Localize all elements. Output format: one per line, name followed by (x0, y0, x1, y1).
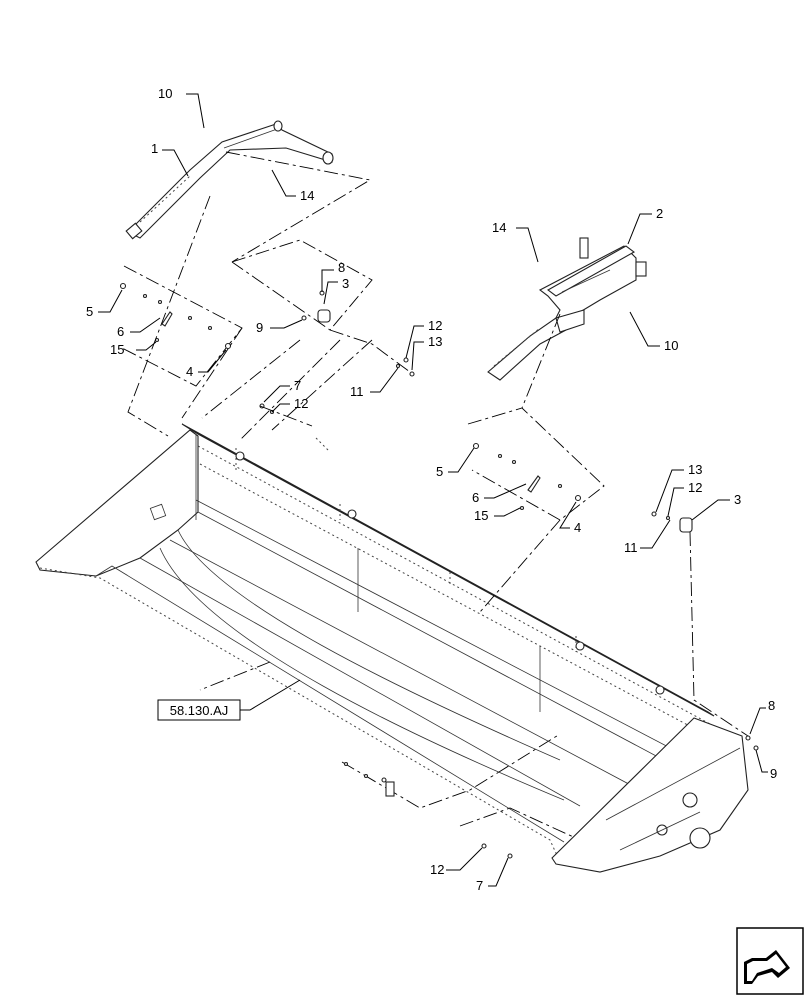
callout-3: 3 (342, 276, 349, 291)
callout-6: 6 (472, 490, 479, 505)
reference-label[interactable]: 58.130.AJ (170, 703, 229, 718)
hardware-bottom (341, 733, 581, 859)
callout-5: 5 (86, 304, 93, 319)
callout-leaders (98, 93, 768, 887)
callout-7: 7 (294, 378, 301, 393)
callout-10: 10 (158, 86, 172, 101)
callout-15: 15 (474, 508, 488, 523)
callout-14: 14 (300, 188, 314, 203)
callout-12: 12 (428, 318, 442, 333)
callout-11: 11 (624, 540, 638, 555)
hardware-center (231, 239, 415, 415)
callout-12: 12 (430, 862, 444, 877)
callout-4: 4 (186, 364, 193, 379)
callout-10: 10 (664, 338, 678, 353)
part-1-left-arm (125, 120, 334, 240)
callout-1: 1 (151, 141, 158, 156)
callout-12: 12 (294, 396, 308, 411)
reference-label-box[interactable]: 58.130.AJ (157, 699, 241, 721)
callout-4: 4 (574, 520, 581, 535)
callout-9: 9 (770, 766, 777, 781)
callout-8: 8 (768, 698, 775, 713)
callout-9: 9 (256, 320, 263, 335)
callout-11: 11 (350, 384, 364, 399)
callout-6: 6 (117, 324, 124, 339)
part-2-right-bracket (487, 237, 647, 381)
callout-13: 13 (428, 334, 442, 349)
assembly-leader-lines (127, 151, 561, 691)
callout-labels: 10 1 14 8 3 5 9 6 15 12 13 4 11 7 12 14 … (86, 86, 777, 893)
callout-2: 2 (656, 206, 663, 221)
next-page-arrow-icon[interactable] (736, 927, 804, 995)
callout-12: 12 (688, 480, 702, 495)
callout-5: 5 (436, 464, 443, 479)
callout-8: 8 (338, 260, 345, 275)
callout-13: 13 (688, 462, 702, 477)
callout-15: 15 (110, 342, 124, 357)
hardware-kit-left (119, 265, 243, 387)
hardware-right-side (651, 511, 759, 751)
hardware-kit-right (467, 407, 605, 521)
callout-3: 3 (734, 492, 741, 507)
header-platform-frame (35, 423, 749, 873)
callout-7: 7 (476, 878, 483, 893)
callout-14: 14 (492, 220, 506, 235)
